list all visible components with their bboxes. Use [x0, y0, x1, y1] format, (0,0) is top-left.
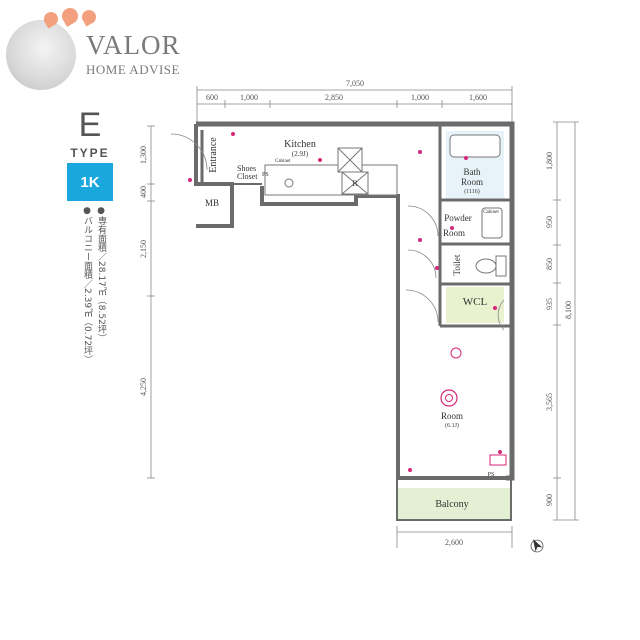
label-bath-size: (1116): [464, 188, 480, 195]
brand-subtitle: HOME ADVISE: [86, 62, 180, 77]
dim-top-1: 600: [206, 93, 218, 102]
type-letter: E: [78, 106, 102, 144]
intercom-icon: [489, 454, 507, 466]
label-kitchen: Kitchen: [284, 139, 316, 150]
dim-left-3: 2,150: [139, 240, 148, 258]
dim-top-total: 7,050: [346, 79, 364, 88]
north-arrow-icon: [530, 539, 544, 553]
dim-right-5: 3,565: [545, 393, 554, 411]
logo-emblem: [6, 20, 76, 90]
dim-left-4: 4,250: [139, 378, 148, 396]
dim-right-4: 935: [545, 298, 554, 310]
dim-right-6: 900: [545, 494, 554, 506]
dim-right-3: 850: [545, 258, 554, 270]
dimension-lines: [147, 86, 579, 548]
room-labels: Entrance Shoes Closet MB Kitchen (2.9J) …: [205, 137, 499, 510]
smoke-detector-icon: [450, 347, 462, 359]
walls: [194, 121, 515, 521]
dim-top-4: 1,000: [411, 93, 429, 102]
dimension-labels: 7,050 600 1,000 2,850 1,000 1,600 1,300 …: [139, 79, 573, 547]
label-ps-2: PS: [488, 472, 495, 478]
type-label: TYPE: [70, 146, 110, 160]
wcl-fill: [446, 287, 504, 323]
ceiling-light-icon: [440, 389, 458, 407]
brand-name: VALOR: [86, 30, 181, 60]
exclusive-area-text: ●専有面積／28.17㎡（8.52坪）: [96, 206, 106, 343]
label-entrance: Entrance: [208, 137, 219, 173]
label-wcl: WCL: [463, 296, 488, 308]
kitchen-counter: [264, 147, 398, 196]
dim-left-2: 400: [139, 186, 148, 198]
label-kitchen-size: (2.9J): [292, 150, 309, 158]
label-toilet: Toilet: [452, 254, 462, 275]
label-fridge: R: [352, 179, 358, 188]
electrical-markers: [188, 132, 502, 472]
balcony-area-text: ●バルコニー面積／2.39㎡（0.72坪）: [82, 206, 92, 365]
label-shoes: Shoes: [237, 164, 256, 173]
label-powder: Powder: [444, 213, 472, 223]
doors: [170, 133, 505, 331]
dim-right-total: 8,100: [564, 301, 573, 319]
layout-badge: 1K: [67, 163, 113, 201]
dim-right-1: 1,800: [545, 152, 554, 170]
dim-left-1: 1,300: [139, 146, 148, 164]
label-closet: Closet: [237, 172, 258, 181]
label-balcony: Balcony: [435, 499, 468, 510]
dim-top-5: 1,600: [469, 93, 487, 102]
label-cabinet-2: Cabinet: [483, 210, 499, 215]
dim-bottom: 2,600: [445, 538, 463, 547]
label-powder-room: Room: [443, 228, 465, 238]
label-mb: MB: [205, 198, 219, 208]
label-bath-room: Room: [461, 177, 483, 187]
label-room-size: (6.1J): [445, 422, 459, 429]
dim-top-3: 2,850: [325, 93, 343, 102]
dim-top-2: 1,000: [240, 93, 258, 102]
label-cabinet: Cabinet: [275, 159, 291, 164]
bath-fixtures: [449, 134, 507, 277]
balcony-fill: [397, 488, 511, 520]
label-room: Room: [441, 411, 463, 421]
label-ps-1: PS: [262, 172, 269, 178]
label-bath: Bath: [464, 167, 481, 177]
dim-right-2: 950: [545, 216, 554, 228]
